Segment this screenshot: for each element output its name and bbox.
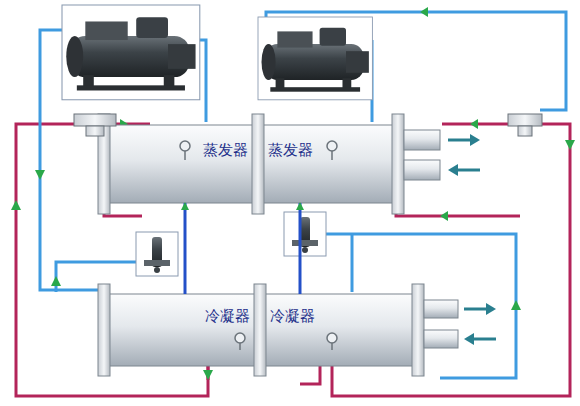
- evaporator-shell: [404, 130, 440, 150]
- flow-arrow: [420, 7, 428, 17]
- screw-compressor: [77, 85, 185, 90]
- condenser-shell: [412, 284, 424, 376]
- screw-compressor: [62, 5, 200, 100]
- condenser-shell: [254, 284, 266, 376]
- suction-pipe: [40, 12, 566, 378]
- pressure-gauge: [180, 141, 190, 151]
- water-arrow: [448, 139, 470, 142]
- flow-arrow: [35, 170, 45, 180]
- screw-compressor: [320, 28, 346, 46]
- expansion-valve: [292, 240, 318, 246]
- discharge-pipe: [396, 203, 520, 216]
- screw-compressor: [258, 17, 372, 100]
- water-arrow: [464, 303, 496, 345]
- refrigerant-pipe: [299, 203, 302, 294]
- evaporator-shell: [392, 114, 404, 214]
- screw-compressor: [62, 5, 200, 100]
- oil-separator: [74, 114, 542, 136]
- expansion-valve: [284, 212, 326, 256]
- condenser-shell: [424, 330, 458, 348]
- oil-separator: [86, 126, 104, 136]
- screw-compressor: [85, 21, 127, 40]
- condenser-shell: [424, 300, 458, 318]
- section-label: 蒸发器: [268, 142, 313, 159]
- water-arrow: [486, 303, 496, 315]
- water-arrow: [448, 134, 480, 176]
- screw-compressor: [136, 17, 168, 38]
- pressure-gauge: [235, 333, 245, 343]
- screw-compressor: [66, 36, 83, 77]
- pressure-gauge: [327, 141, 337, 151]
- oil-separator: [518, 126, 532, 136]
- water-arrow: [458, 169, 480, 172]
- section-label: 冷凝器: [270, 308, 315, 325]
- water-arrow: [470, 134, 480, 146]
- flow-arrow: [565, 140, 575, 150]
- flow-arrow: [11, 200, 21, 210]
- expansion-valve: [144, 260, 170, 266]
- discharge-pipe: [300, 366, 320, 384]
- flow-arrow: [511, 300, 521, 310]
- screw-compressor: [262, 44, 276, 80]
- refrigerant-pipe: [184, 203, 187, 294]
- section-label: 冷凝器: [205, 308, 250, 325]
- water-arrow: [474, 338, 496, 341]
- condenser-shell: [98, 284, 110, 376]
- water-arrow: [448, 164, 458, 176]
- water-arrow: [464, 308, 486, 311]
- evaporator-shell: [252, 114, 264, 214]
- water-arrow: [464, 333, 474, 345]
- section-label: 蒸发器: [203, 142, 248, 159]
- evaporator-shell: [98, 114, 440, 214]
- evaporator-shell: [404, 160, 440, 180]
- suction-pipe: [351, 234, 354, 292]
- flow-arrow: [440, 211, 448, 221]
- oil-separator: [74, 114, 116, 126]
- pressure-gauge: [327, 333, 337, 343]
- expansion-valve: [154, 267, 160, 273]
- evaporator-section: 蒸发器: [110, 125, 252, 203]
- pressure-gauge: [180, 141, 337, 350]
- screw-compressor: [277, 31, 312, 47]
- expansion-valve: [284, 212, 326, 256]
- condenser-shell: [98, 284, 458, 376]
- expansion-valve: [136, 232, 178, 276]
- flow-arrow: [470, 119, 478, 129]
- screw-compressor: [168, 44, 196, 69]
- flow-arrow: [203, 370, 213, 380]
- evaporator-section: 蒸发器: [264, 125, 392, 203]
- expansion-valve: [136, 232, 178, 276]
- oil-separator: [508, 114, 542, 126]
- flow-arrow: [51, 276, 61, 286]
- screw-compressor: [270, 87, 360, 92]
- evaporator-shell: [100, 125, 400, 203]
- condenser-section: 冷凝器: [266, 294, 412, 366]
- expansion-valve: [302, 247, 308, 253]
- flow-arrow: [11, 7, 575, 380]
- condenser-section: 冷凝器: [110, 294, 254, 366]
- screw-compressor: [258, 17, 372, 100]
- screw-compressor: [346, 51, 369, 73]
